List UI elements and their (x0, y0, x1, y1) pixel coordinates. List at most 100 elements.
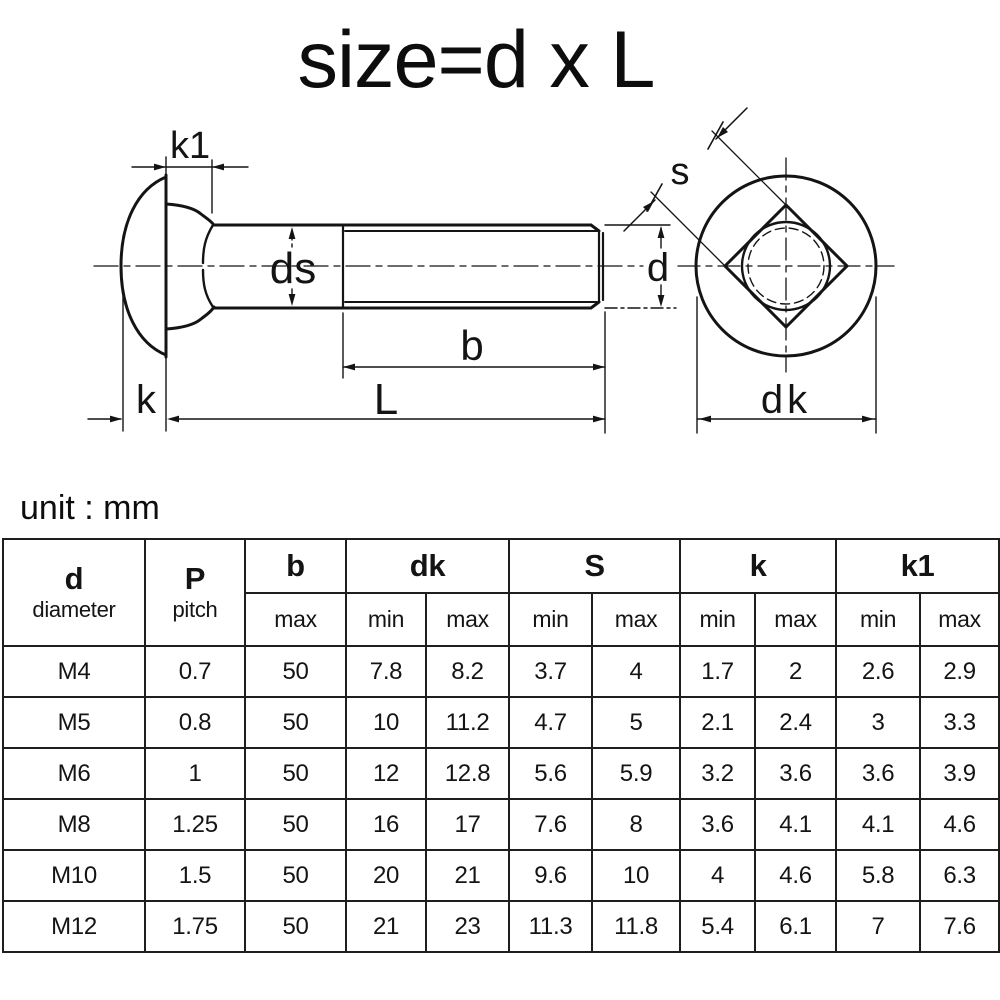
cell-k-max: 2.4 (754, 696, 838, 749)
cell-b-max: 50 (244, 798, 347, 851)
cell-k-min: 5.4 (679, 900, 757, 953)
bolt-technical-drawing: k1 ds b L k (87, 107, 895, 434)
dimension-d: d (604, 224, 677, 309)
cell-k1-min: 3.6 (835, 747, 922, 800)
bolt-neck-top (164, 202, 216, 227)
cell-size: M4 (2, 645, 146, 698)
cell-k-min: 3.6 (679, 798, 757, 851)
subheader-k-min: min (679, 592, 757, 647)
subheader-b-max: max (244, 592, 347, 647)
dim-label-k1: k1 (170, 125, 210, 167)
cell-k-max: 3.6 (754, 747, 838, 800)
cell-k1-max: 3.3 (919, 696, 1000, 749)
cell-dk-min: 20 (345, 849, 427, 902)
table-row-m5: M5 0.8 50 10 11.2 4.7 5 2.1 2.4 3 3.3 (2, 696, 1000, 749)
dim-label-ds: ds (270, 244, 316, 293)
cell-k1-min: 4.1 (835, 798, 922, 851)
cell-s-min: 3.7 (508, 645, 594, 698)
bolt-side-view (93, 173, 644, 359)
dim-label-d: d (647, 246, 669, 290)
cell-dk-max: 23 (424, 900, 511, 953)
dim-label-s: s (671, 151, 690, 193)
cell-k-min: 2.1 (679, 696, 757, 749)
cell-k-max: 4.1 (754, 798, 838, 851)
cell-dk-min: 16 (345, 798, 427, 851)
bolt-neck-bottom (164, 305, 216, 331)
cell-k1-min: 2.6 (835, 645, 922, 698)
table-row-m12: M12 1.75 50 21 23 11.3 11.8 5.4 6.1 7 7.… (2, 900, 1000, 953)
table-row-m4: M4 0.7 50 7.8 8.2 3.7 4 1.7 2 2.6 2.9 (2, 645, 1000, 698)
unit-label: unit : mm (20, 489, 160, 527)
page-title: size=d x L (297, 15, 656, 105)
cell-dk-max: 11.2 (424, 696, 511, 749)
subheader-dk-max: max (424, 592, 511, 647)
dim-label-k: k (136, 378, 157, 422)
cell-k1-min: 5.8 (835, 849, 922, 902)
cell-size: M5 (2, 696, 146, 749)
cell-size: M6 (2, 747, 146, 800)
cell-s-min: 5.6 (508, 747, 594, 800)
table-row-m8: M8 1.25 50 16 17 7.6 8 3.6 4.1 4.1 4.6 (2, 798, 1000, 851)
bolt-neck-corner (201, 223, 215, 309)
column-header-k: k (679, 538, 838, 594)
cell-k1-max: 2.9 (919, 645, 1000, 698)
column-header-dk: dk (344, 538, 511, 594)
dimension-k1: k1 (131, 125, 249, 214)
cell-pitch: 1.25 (144, 798, 246, 851)
column-header-d: d diameter (2, 538, 146, 647)
cell-pitch: 1.75 (144, 900, 246, 953)
cell-dk-min: 10 (345, 696, 427, 749)
subheader-dk-min: min (345, 592, 427, 647)
cell-dk-max: 17 (424, 798, 511, 851)
dimension-b: b (342, 311, 606, 434)
subheader-s-max: max (591, 592, 682, 647)
cell-s-max: 8 (591, 798, 682, 851)
cell-b-max: 50 (244, 849, 347, 902)
cell-k-max: 4.6 (754, 849, 838, 902)
cell-k1-min: 7 (835, 900, 922, 953)
cell-k-min: 3.2 (679, 747, 757, 800)
cell-s-min: 11.3 (508, 900, 594, 953)
cell-k1-min: 3 (835, 696, 922, 749)
cell-size: M12 (2, 900, 146, 953)
cell-dk-min: 21 (345, 900, 427, 953)
table-row-m10: M10 1.5 50 20 21 9.6 10 4 4.6 5.8 6.3 (2, 849, 1000, 902)
dimension-k: k (110, 378, 157, 423)
cell-dk-min: 12 (345, 747, 427, 800)
cell-k-max: 2 (754, 645, 838, 698)
thread-minor-lines (344, 230, 598, 303)
cell-k-min: 1.7 (679, 645, 757, 698)
bolt-shank-outline (212, 223, 601, 310)
cell-dk-max: 12.8 (424, 747, 511, 800)
cell-dk-min: 7.8 (345, 645, 427, 698)
cell-k1-max: 3.9 (919, 747, 1000, 800)
dimension-dk: dk (696, 296, 877, 434)
dim-label-L: L (374, 375, 398, 424)
cell-pitch: 1 (144, 747, 246, 800)
subheader-k-max: max (754, 592, 838, 647)
cell-pitch: 1.5 (144, 849, 246, 902)
dimension-ds: ds (270, 227, 316, 306)
cell-dk-max: 8.2 (424, 645, 511, 698)
cell-s-min: 9.6 (508, 849, 594, 902)
subheader-k1-max: max (919, 592, 1000, 647)
cell-k1-max: 7.6 (919, 900, 1000, 953)
cell-s-max: 5.9 (591, 747, 682, 800)
cell-b-max: 50 (244, 645, 347, 698)
table-row-m6: M6 1 50 12 12.8 5.6 5.9 3.2 3.6 3.6 3.9 (2, 747, 1000, 800)
cell-b-max: 50 (244, 900, 347, 953)
cell-pitch: 0.7 (144, 645, 246, 698)
cell-s-max: 11.8 (591, 900, 682, 953)
cell-b-max: 50 (244, 696, 347, 749)
cell-k1-max: 6.3 (919, 849, 1000, 902)
dim-label-b: b (460, 322, 483, 369)
cell-k1-max: 4.6 (919, 798, 1000, 851)
column-header-k1: k1 (835, 538, 1000, 594)
dim-label-dk: dk (761, 378, 811, 422)
spec-table: d diameter P pitch b dk S k k1 max min m… (2, 538, 1000, 953)
subheader-s-min: min (508, 592, 594, 647)
cell-b-max: 50 (244, 747, 347, 800)
cell-size: M8 (2, 798, 146, 851)
dimension-s: s (623, 107, 787, 267)
